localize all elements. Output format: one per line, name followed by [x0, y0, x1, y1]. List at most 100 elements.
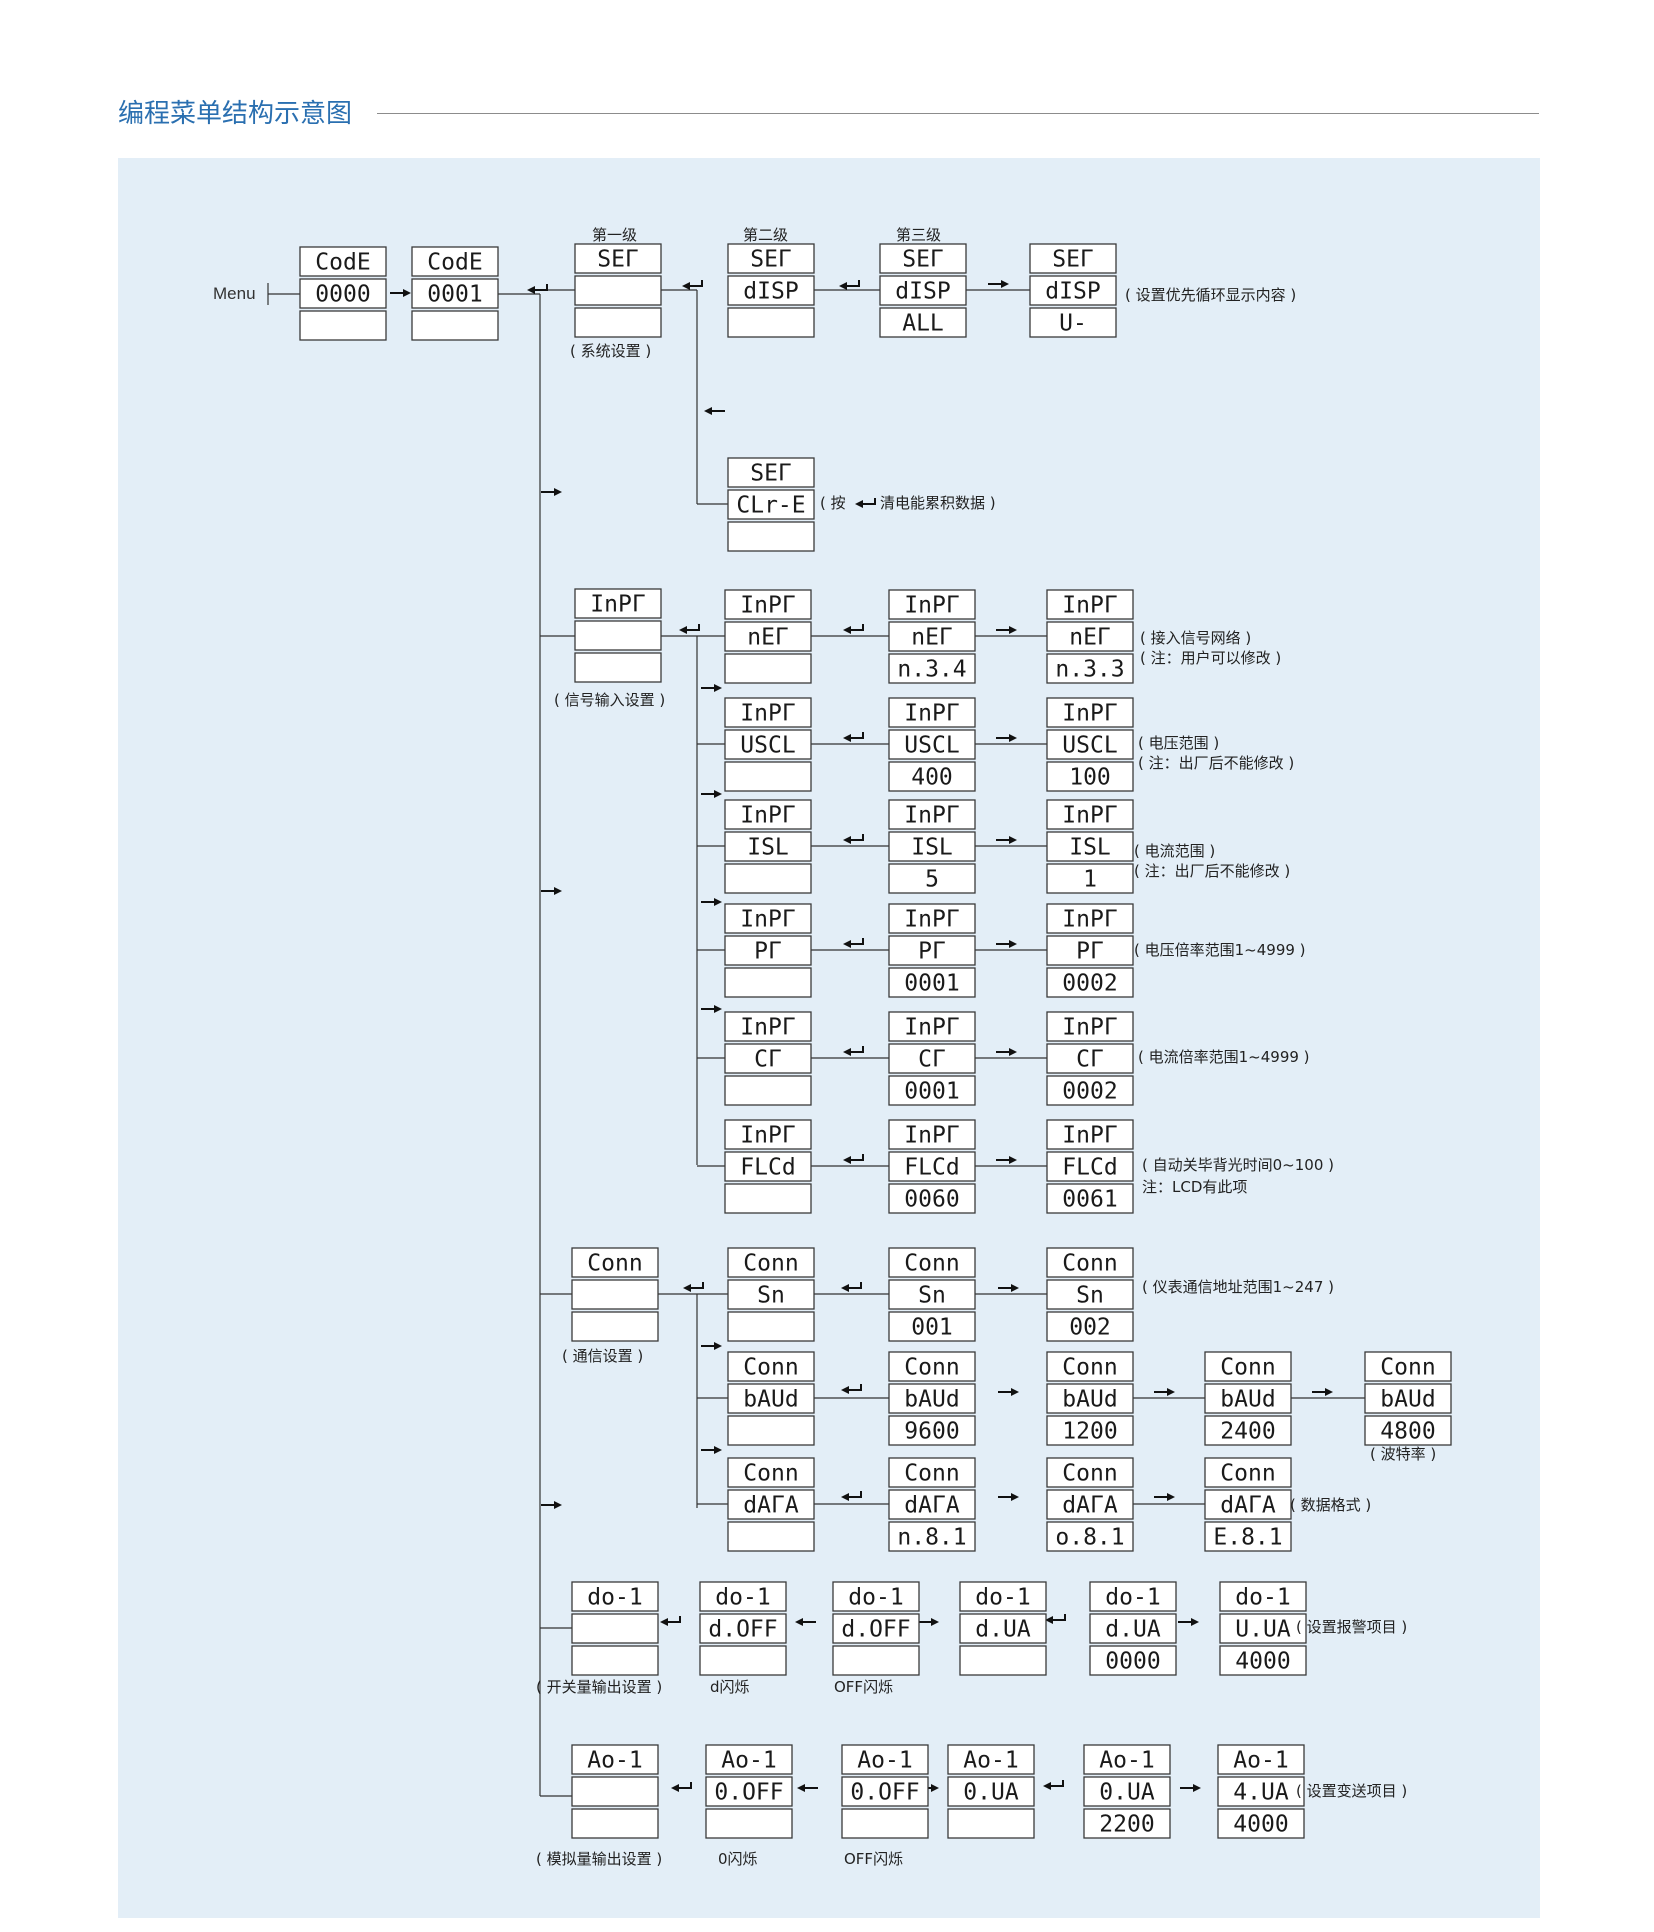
lcd-row-1: [1046, 1011, 1134, 1042]
enter-arrow-head: [843, 626, 851, 634]
lcd-row-3: [571, 1311, 659, 1342]
lcd-row-1: [571, 1744, 659, 1775]
lcd-row-3: [888, 863, 976, 894]
lcd-text-3: 0061: [1062, 1187, 1117, 1213]
arrow-right-head: [1009, 1156, 1017, 1164]
lcd-text-1: CodE: [427, 250, 482, 276]
lcd-text-1: do-1: [587, 1585, 642, 1611]
lcd-text-1: InPΓ: [1062, 593, 1117, 619]
note-net-2: ( 注：用户可以修改 ): [1140, 649, 1281, 667]
lcd-text-1: SEΓ: [597, 247, 639, 273]
arrow-right-head: [1009, 1048, 1017, 1056]
lcd-row-1: [1046, 903, 1134, 934]
lcd-row-1: [947, 1744, 1035, 1775]
lcd-row-2: [705, 1776, 793, 1807]
lcd-row-3: [724, 761, 812, 792]
lcd-text-3: 1: [1083, 867, 1097, 893]
lcd-row-1: [1046, 1457, 1134, 1488]
lcd-text-1: Ao-1: [1099, 1748, 1154, 1774]
lcd-row-2: [1219, 1613, 1307, 1644]
lcd-row-3: [1364, 1415, 1452, 1446]
lcd-text-1: InPΓ: [1062, 907, 1117, 933]
labels: Menu 第一级 第二级 第三级 ( 设置优先循环显示内容 ) ( 系统设置 )…: [213, 226, 1436, 1868]
lcd-row-3: [1046, 1521, 1134, 1552]
arrow-right-head: [931, 1784, 939, 1792]
menu-label: Menu: [213, 284, 256, 303]
arrow-right-head: [1011, 1284, 1019, 1292]
ao-l4-display: Ao-10.UA: [947, 1744, 1035, 1839]
lcd-row-1: [888, 1457, 976, 1488]
lcd-text-3: 1200: [1062, 1419, 1117, 1445]
arrow-right-head: [1009, 734, 1017, 742]
lcd-text-3: U-: [1059, 311, 1087, 337]
lcd-row-3: [888, 761, 976, 792]
lcd-text-3: 0001: [904, 971, 959, 997]
lcd-row-2: [841, 1776, 929, 1807]
lcd-text-2: dAΓA: [904, 1493, 960, 1519]
level-3-label: 第三级: [896, 226, 941, 244]
arrow-right-head: [714, 684, 722, 692]
lcd-row-3: [1046, 761, 1134, 792]
note-disp: ( 设置优先循环显示内容 ): [1125, 286, 1296, 304]
lcd-text-2: Sn: [1076, 1283, 1104, 1309]
lcd-text-1: InPΓ: [904, 701, 959, 727]
lcd-text-1: InPΓ: [740, 907, 795, 933]
note-alarm: ( 设置报警项目 ): [1296, 1618, 1407, 1636]
lcd-text-1: Conn: [743, 1461, 798, 1487]
ao-l2-display: Ao-10.OFF: [705, 1744, 793, 1839]
note-comm: ( 通信设置 ): [562, 1347, 643, 1365]
lcd-row-2: [727, 1489, 815, 1520]
arrow-right-head: [1191, 1618, 1199, 1626]
note-clre-post: 清电能累积数据 ): [880, 494, 996, 512]
lcd-row-3: [1046, 967, 1134, 998]
lcd-row-1: [888, 903, 976, 934]
arrow-right-head: [1193, 1784, 1201, 1792]
lcd-row-2: [727, 275, 815, 306]
lcd-row-1: [1046, 1247, 1134, 1278]
lcd-row-3: [1046, 653, 1134, 684]
lcd-row-3: [699, 1645, 787, 1676]
lcd-row-3: [574, 652, 662, 683]
enter-arrow: [683, 624, 700, 631]
lcd-row-3: [727, 521, 815, 552]
note-sys: ( 系统设置 ): [570, 342, 651, 360]
lcd-row-1: [1046, 799, 1134, 830]
lcd-row-2: [1046, 729, 1134, 760]
enter-arrow-head: [841, 1284, 849, 1292]
lcd-row-3: [1046, 863, 1134, 894]
enter-arrow: [847, 1046, 864, 1053]
lcd-text-2: 0.OFF: [850, 1780, 919, 1806]
note-data: ( 数据格式 ): [1290, 1496, 1371, 1514]
note-ao-blink: 0闪烁: [718, 1850, 758, 1868]
enter-arrow: [845, 1384, 862, 1391]
lcd-text-1: InPΓ: [740, 593, 795, 619]
lcd-text-2: Sn: [918, 1283, 946, 1309]
lcd-row-2: [888, 1489, 976, 1520]
note-pt: ( 电压倍率范围1~4999 ): [1134, 941, 1306, 959]
arrow-right-head: [1167, 1493, 1175, 1501]
note-ao-off-blink: OFF闪烁: [844, 1850, 903, 1868]
note-ao-set: ( 模拟量输出设置 ): [536, 1850, 662, 1868]
lcd-row-1: [571, 1247, 659, 1278]
lcd-row-1: [574, 588, 662, 619]
note-do-off-blink: OFF闪烁: [834, 1678, 893, 1696]
lcd-text-2: CΓ: [1076, 1047, 1104, 1073]
lcd-row-1: [888, 1247, 976, 1278]
note-flcd-1: ( 自动关毕背光时间0~100 ): [1142, 1156, 1334, 1174]
lcd-text-2: 0001: [427, 282, 482, 308]
lcd-row-1: [888, 1119, 976, 1150]
lcd-row-2: [947, 1776, 1035, 1807]
lcd-text-1: InPΓ: [590, 592, 645, 618]
lcd-row-1: [832, 1581, 920, 1612]
lcd-row-1: [1046, 697, 1134, 728]
lcd-text-3: n.3.4: [897, 657, 966, 683]
